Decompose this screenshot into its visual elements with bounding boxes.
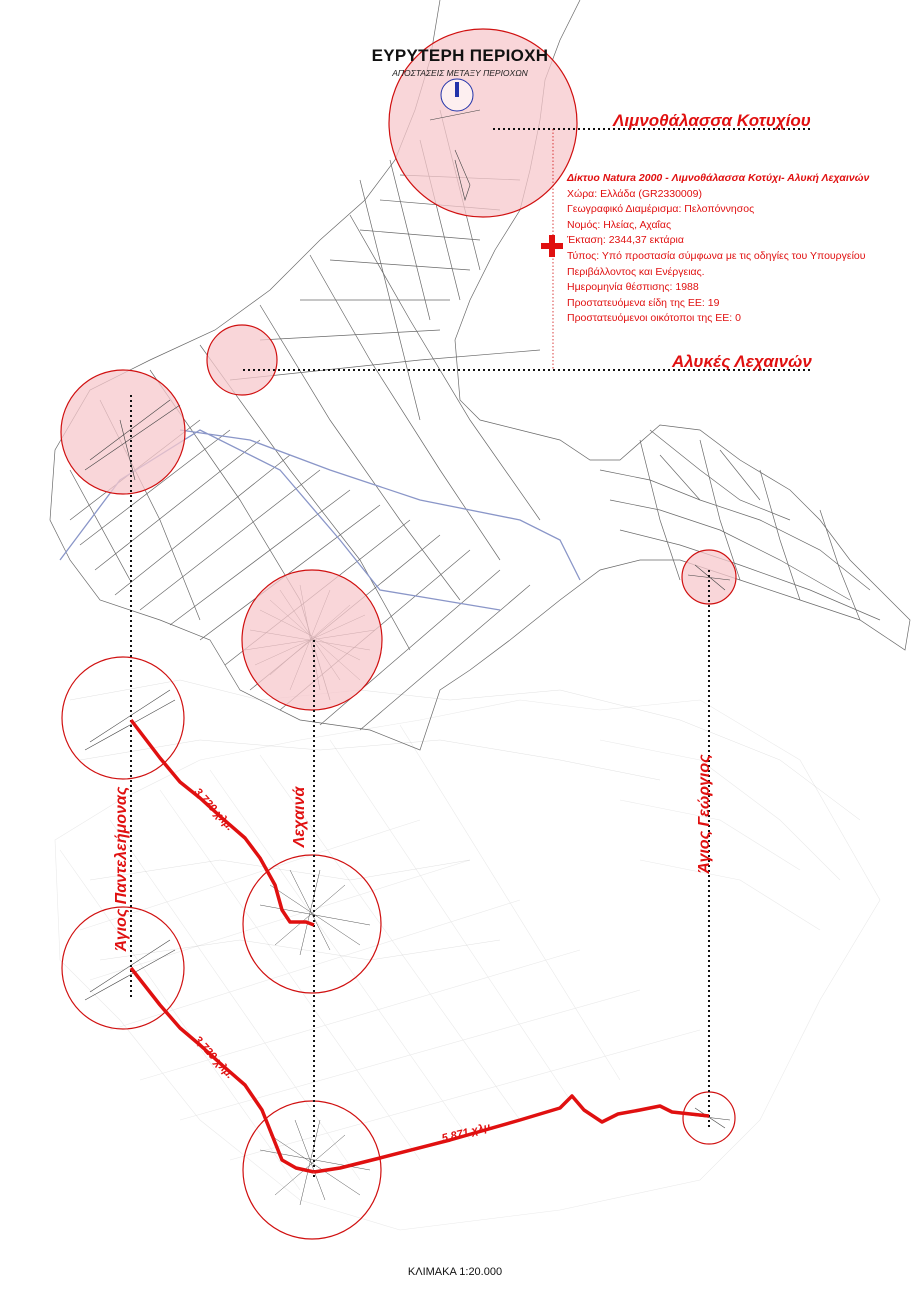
natura-line: Ημερομηνία θέσπισης: 1988	[567, 281, 699, 294]
natura-heading: Δίκτυο Natura 2000 - Λιμνοθάλασσα Κοτύχι…	[567, 172, 870, 184]
natura-line: Νομός: Ηλείας, Αχαΐας	[567, 218, 672, 231]
page-subtitle: ΑΠΟΣΤΑΣΕΙΣ ΜΕΤΑΞΥ ΠΕΡΙΟΧΩΝ	[392, 68, 528, 78]
north-arrow-icon	[440, 78, 474, 112]
red-cross-marker-icon	[541, 235, 563, 257]
circle-agios-georgios-low	[682, 1091, 736, 1145]
natura-line: Έκταση: 2344,37 εκτάρια	[567, 234, 684, 247]
circle-lechaina-upper	[241, 569, 383, 711]
ghost-map-middle	[69, 679, 861, 961]
label-lechaina: Λεχαινά	[291, 786, 308, 848]
natura-line: Προστατευόμενα είδη της ΕΕ: 19	[567, 296, 720, 309]
circle-agios-panteleimonas-low	[61, 906, 185, 1030]
natura-line: Γεωγραφικό Διαμέρισμα: Πελοπόννησος	[567, 203, 755, 216]
route-east	[313, 1094, 710, 1174]
scale-label: ΚΛΙΜΑΚΑ 1:20.000	[407, 1266, 503, 1278]
label-agios-panteleimonas: Άγιος Παντελεήμονας	[113, 786, 130, 952]
natura-line: Προστατευόμενοι οικότοποι της ΕΕ: 0	[567, 312, 741, 325]
circle-lechaina-low	[242, 1100, 382, 1240]
routes	[129, 718, 710, 1174]
label-kotychi: Λιμνοθάλασσα Κοτυχίου	[613, 111, 811, 130]
circle-agios-panteleimonas-mid	[61, 656, 185, 780]
circle-lechaina-mid	[242, 854, 382, 994]
natura-info-block: Δίκτυο Natura 2000 - Λιμνοθάλασσα Κοτύχι…	[567, 171, 907, 327]
natura-line: Περιβάλλοντος και Ενέργειας.	[567, 265, 705, 278]
dotted-connectors	[130, 128, 810, 1180]
circle-alykes	[206, 324, 278, 396]
natura-line: Τύπος: Υπό προστασία σύμφωνα με τις οδηγ…	[567, 249, 866, 262]
label-alykes: Αλυκές Λεχαινών	[672, 352, 812, 371]
route-lower	[129, 966, 315, 1174]
circle-kotychi	[388, 28, 578, 218]
page-title: ΕΥΡΥΤΕΡΗ ΠΕΡΙΟΧΗ	[371, 46, 549, 65]
natura-line: Χώρα: Ελλάδα (GR2330009)	[567, 187, 702, 200]
label-agios-georgios: Άγιος Γεώργιος	[696, 754, 713, 874]
site-circles	[60, 28, 737, 1240]
route-upper	[129, 718, 315, 927]
